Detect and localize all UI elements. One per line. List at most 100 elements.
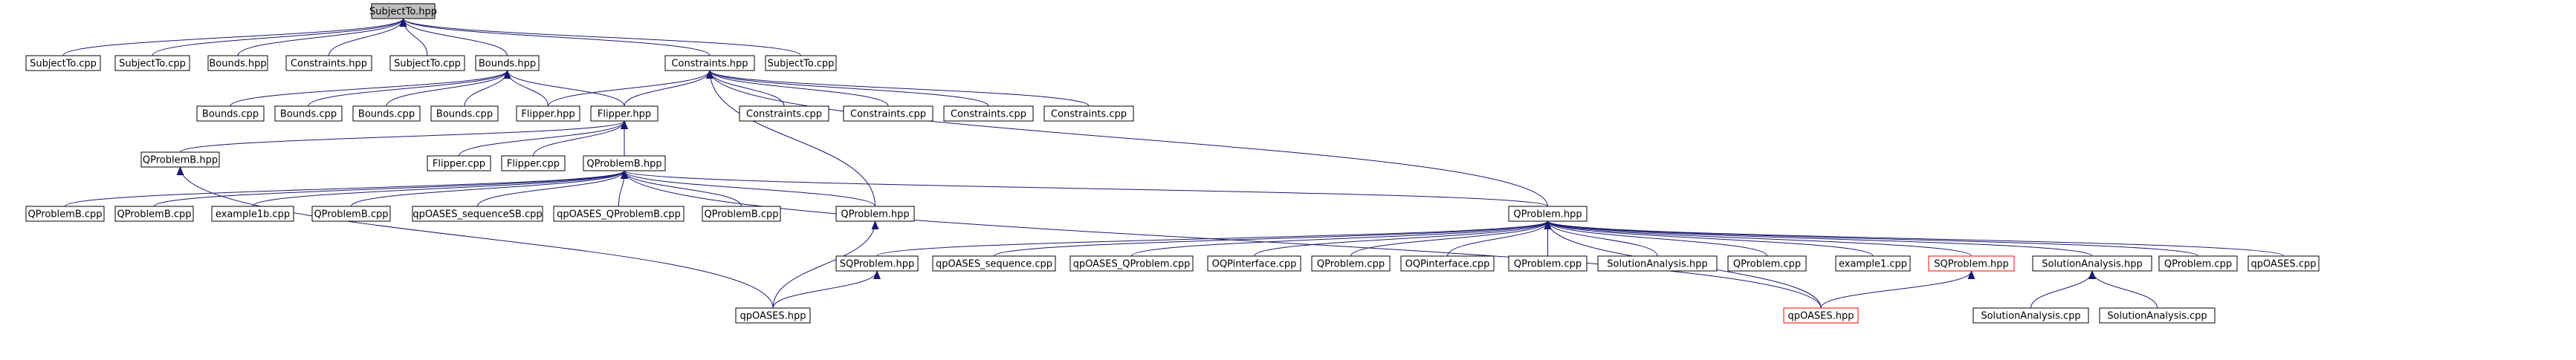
node-label-qpoases-cpp[interactable]: qpOASES.cpp — [2251, 259, 2317, 270]
node-label-bounds-cpp-1[interactable]: Bounds.cpp — [202, 109, 259, 120]
node-constraints-hpp[interactable]: Constraints.hpp — [664, 55, 755, 71]
node-box-qpoases-hpp[interactable] — [1783, 307, 1859, 324]
node-box-constraints-cpp-3[interactable] — [943, 105, 1034, 122]
node-box-qproblemb-cpp-1[interactable] — [25, 206, 105, 222]
node-box-solutionanalysis-cpp-2[interactable] — [2099, 307, 2216, 324]
node-label-oqpinterface-cpp-2[interactable]: OQPinterface.cpp — [1405, 259, 1490, 270]
node-qproblemb-cpp-4[interactable]: QProblemB.cpp — [702, 206, 781, 222]
node-qproblem-cpp-4[interactable]: QProblem.cpp — [2158, 255, 2238, 272]
node-box-example1-cpp[interactable] — [1835, 255, 1911, 272]
node-sqproblem-hpp[interactable]: SQProblem.hpp — [1928, 255, 2015, 272]
node-label-qproblem-cpp-4[interactable]: QProblem.cpp — [2164, 259, 2232, 270]
node-label-qpoases-hpp[interactable]: qpOASES.hpp — [1788, 311, 1854, 322]
node-qpoases-sequencesb-cpp[interactable]: qpOASES_sequenceSB.cpp — [412, 206, 543, 222]
node-label-qproblemb-cpp-2[interactable]: QProblemB.cpp — [117, 209, 191, 220]
node-box-qproblem-hpp[interactable] — [1508, 206, 1588, 222]
node-box-qpoases-qproblemb-cpp[interactable] — [553, 206, 685, 222]
node-qproblem-cpp-2[interactable]: QProblem.cpp — [1508, 255, 1588, 272]
node-label-qproblem-cpp-2[interactable]: QProblem.cpp — [1514, 259, 1582, 270]
node-qpoases-hpp-left[interactable]: qpOASES.hpp — [735, 307, 811, 324]
node-constraints-cpp-2[interactable]: Constraints.cpp — [843, 105, 933, 122]
node-bounds-cpp-2[interactable]: Bounds.cpp — [274, 105, 343, 122]
node-label-qproblemb-hpp[interactable]: QProblemB.hpp — [586, 159, 661, 170]
node-qproblem-cpp-1[interactable]: QProblem.cpp — [1311, 255, 1391, 272]
node-label-qpoases-hpp-left[interactable]: qpOASES.hpp — [740, 311, 806, 322]
node-label-qproblem-cpp-1[interactable]: QProblem.cpp — [1317, 259, 1385, 270]
node-label-subjectto-cpp-1[interactable]: SubjectTo.cpp — [30, 59, 97, 70]
node-label-flipper-hpp[interactable]: Flipper.hpp — [598, 109, 651, 120]
node-label-constraints-hpp[interactable]: Constraints.hpp — [671, 59, 748, 70]
node-label-bounds-cpp-4[interactable]: Bounds.cpp — [436, 109, 493, 120]
node-box-qproblem-cpp-2[interactable] — [1508, 255, 1588, 272]
node-box-flipper-cpp-2[interactable] — [501, 155, 566, 171]
node-oqpinterface-cpp-2[interactable]: OQPinterface.cpp — [1400, 255, 1495, 272]
node-qpoases-sequence-cpp[interactable]: qpOASES_sequence.cpp — [932, 255, 1056, 272]
node-box-constraints-cpp-2[interactable] — [843, 105, 933, 122]
node-label-subjectto-cpp-3[interactable]: SubjectTo.cpp — [394, 59, 461, 70]
node-solutionanalysis-hpp-2[interactable]: SolutionAnalysis.hpp — [2032, 255, 2152, 272]
node-label-constraints-cpp-3[interactable]: Constraints.cpp — [951, 109, 1026, 120]
node-box-solutionanalysis-hpp-1[interactable] — [1597, 255, 1718, 272]
node-flipper-hpp-left[interactable]: Flipper.hpp — [516, 105, 580, 122]
node-bounds-cpp-3[interactable]: Bounds.cpp — [352, 105, 421, 122]
node-label-subjectto-hpp[interactable]: SubjectTo.hpp — [369, 7, 437, 18]
node-box-bounds-hpp[interactable] — [475, 55, 540, 71]
node-label-qproblem-hpp-mid[interactable]: QProblem.hpp — [841, 209, 909, 220]
node-solutionanalysis-hpp-1[interactable]: SolutionAnalysis.hpp — [1597, 255, 1718, 272]
node-qproblem-cpp-3[interactable]: QProblem.cpp — [1727, 255, 1807, 272]
node-box-flipper-hpp-left[interactable] — [516, 105, 580, 122]
node-label-qproblemb-cpp-3[interactable]: QProblemB.cpp — [314, 209, 388, 220]
node-qpoases-qproblem-cpp[interactable]: qpOASES_QProblem.cpp — [1069, 255, 1194, 272]
node-label-solutionanalysis-hpp-2[interactable]: SolutionAnalysis.hpp — [2042, 259, 2142, 270]
node-box-qproblem-cpp-4[interactable] — [2158, 255, 2238, 272]
node-box-qproblemb-cpp-3[interactable] — [311, 206, 391, 222]
node-label-example1-cpp[interactable]: example1.cpp — [1839, 259, 1907, 270]
node-box-bounds-cpp-2[interactable] — [274, 105, 343, 122]
node-label-constraints-cpp-2[interactable]: Constraints.cpp — [850, 109, 926, 120]
node-label-qproblemb-hpp-left[interactable]: QProblemB.hpp — [143, 155, 218, 166]
node-label-solutionanalysis-cpp-2[interactable]: SolutionAnalysis.cpp — [2107, 311, 2207, 322]
node-bounds-cpp-4[interactable]: Bounds.cpp — [430, 105, 499, 122]
node-qproblemb-cpp-3[interactable]: QProblemB.cpp — [311, 206, 391, 222]
node-box-bounds-cpp-1[interactable] — [196, 105, 265, 122]
node-qproblemb-hpp[interactable]: QProblemB.hpp — [583, 155, 666, 171]
node-box-qpoases-cpp[interactable] — [2247, 255, 2320, 272]
node-label-sqproblem-hpp[interactable]: SQProblem.hpp — [1934, 259, 2009, 270]
node-box-bounds-hpp-top[interactable] — [207, 55, 268, 71]
node-qpoases-qproblemb-cpp[interactable]: qpOASES_QProblemB.cpp — [553, 206, 685, 222]
node-flipper-cpp-1[interactable]: Flipper.cpp — [427, 155, 491, 171]
node-subjectto-cpp-3[interactable]: SubjectTo.cpp — [389, 55, 465, 71]
node-box-subjectto-cpp-1[interactable] — [25, 55, 101, 71]
node-box-subjectto-cpp-2[interactable] — [114, 55, 190, 71]
node-label-qproblemb-cpp-4[interactable]: QProblemB.cpp — [704, 209, 778, 220]
node-box-sqproblem-hpp[interactable] — [1928, 255, 2015, 272]
node-box-qpoases-sequence-cpp[interactable] — [932, 255, 1056, 272]
node-box-constraints-cpp-1[interactable] — [739, 105, 829, 122]
node-sqproblem-hpp-left[interactable]: SQProblem.hpp — [835, 255, 919, 272]
node-label-qpoases-qproblemb-cpp[interactable]: qpOASES_QProblemB.cpp — [557, 209, 681, 220]
node-label-solutionanalysis-hpp-1[interactable]: SolutionAnalysis.hpp — [1607, 259, 1707, 270]
node-box-constraints-hpp[interactable] — [664, 55, 755, 71]
node-box-qproblem-cpp-1[interactable] — [1311, 255, 1391, 272]
node-box-qproblemb-cpp-4[interactable] — [702, 206, 781, 222]
node-constraints-hpp-top[interactable]: Constraints.hpp — [285, 55, 372, 71]
node-label-qpoases-sequencesb-cpp[interactable]: qpOASES_sequenceSB.cpp — [412, 209, 542, 220]
node-solutionanalysis-cpp-1[interactable]: SolutionAnalysis.cpp — [1973, 307, 2089, 324]
node-label-bounds-cpp-3[interactable]: Bounds.cpp — [358, 109, 415, 120]
node-box-oqpinterface-cpp-1[interactable] — [1207, 255, 1301, 272]
node-box-constraints-hpp-top[interactable] — [285, 55, 372, 71]
node-label-subjectto-cpp-2[interactable]: SubjectTo.cpp — [119, 59, 186, 70]
node-box-subjectto-hpp[interactable] — [371, 3, 436, 19]
node-label-flipper-hpp-left[interactable]: Flipper.hpp — [521, 109, 575, 120]
node-qproblemb-hpp-left[interactable]: QProblemB.hpp — [140, 151, 220, 168]
node-box-qproblemb-cpp-2[interactable] — [114, 206, 194, 222]
node-box-flipper-cpp-1[interactable] — [427, 155, 491, 171]
node-bounds-hpp-top[interactable]: Bounds.hpp — [207, 55, 268, 71]
node-box-flipper-hpp[interactable] — [590, 105, 658, 122]
node-example1-cpp[interactable]: example1.cpp — [1835, 255, 1911, 272]
node-box-qpoases-qproblem-cpp[interactable] — [1069, 255, 1194, 272]
node-box-qproblemb-hpp-left[interactable] — [140, 151, 220, 168]
node-label-qproblemb-cpp-1[interactable]: QProblemB.cpp — [27, 209, 102, 220]
node-subjectto-hpp[interactable]: SubjectTo.hpp — [369, 3, 437, 19]
node-box-bounds-cpp-4[interactable] — [430, 105, 499, 122]
